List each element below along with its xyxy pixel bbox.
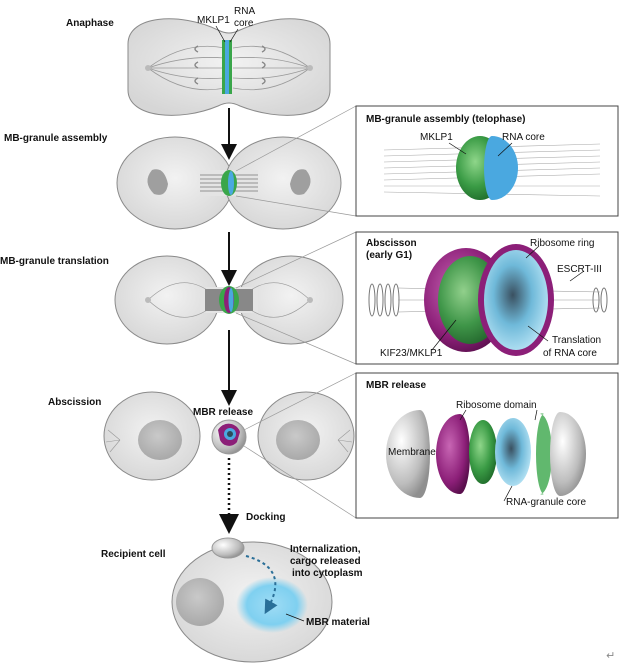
stage-anaphase-label: Anaphase <box>66 18 114 29</box>
mklp1-label: MKLP1 <box>197 15 230 26</box>
mbr-sphere <box>211 419 247 455</box>
internalization-arrow <box>245 555 278 615</box>
mbr-material-label: MBR material <box>306 617 370 628</box>
stage-assembly-label: MB-granule assembly <box>4 133 108 144</box>
panel-release-title: MBR release <box>366 380 426 391</box>
internalization-label-line3: into cytoplasm <box>292 568 363 579</box>
panel-abscission-title-line2: (early G1) <box>366 250 412 261</box>
zoom-connectors <box>235 105 357 519</box>
panel-release <box>355 372 619 519</box>
stage-abscission-label: Abscission <box>48 397 101 408</box>
rna-core-label-line2: core <box>234 18 254 29</box>
panel-release-ribosome-domain: Ribosome domain <box>456 400 537 411</box>
assembly-cell <box>116 136 342 230</box>
panel-telophase-title: MB-granule assembly (telophase) <box>366 114 525 125</box>
recipient-cell <box>171 537 333 663</box>
panel-abscission-kif23: KIF23/MKLP1 <box>380 348 443 359</box>
panel-release-membrane: Membrane <box>388 447 436 458</box>
panel-abscission-translation-line2: of RNA core <box>543 348 597 359</box>
stage-translation-label: MB-granule translation <box>0 256 109 267</box>
mbr-release-label: MBR release <box>193 407 253 418</box>
panel-abscission-escrt: ESCRT-III <box>557 264 602 275</box>
mbr-material-cloud <box>236 577 308 633</box>
panel-telophase <box>355 105 619 217</box>
rna-core-label-line1: RNA <box>234 6 255 17</box>
panel-telophase-mklp1: MKLP1 <box>420 132 453 143</box>
panel-abscission-title-line1: Abscisson <box>366 238 417 249</box>
internalization-label-line1: Internalization, <box>290 544 361 555</box>
docking-label: Docking <box>246 512 285 523</box>
panel-abscission-translation-line1: Translation <box>552 335 601 346</box>
panel-abscission <box>355 231 619 365</box>
panel-abscission-ribosome-ring: Ribosome ring <box>530 238 594 249</box>
return-glyph-icon: ↵ <box>606 649 615 662</box>
panel-telophase-rna-core: RNA core <box>502 132 545 143</box>
panel-release-rna-granule: RNA-granule core <box>506 497 586 508</box>
abscission-cells <box>103 391 355 481</box>
translation-cell <box>114 255 344 345</box>
internalization-label-line2: cargo released <box>290 556 361 567</box>
anaphase-cell <box>127 18 331 116</box>
stage-recipient-label: Recipient cell <box>101 549 166 560</box>
